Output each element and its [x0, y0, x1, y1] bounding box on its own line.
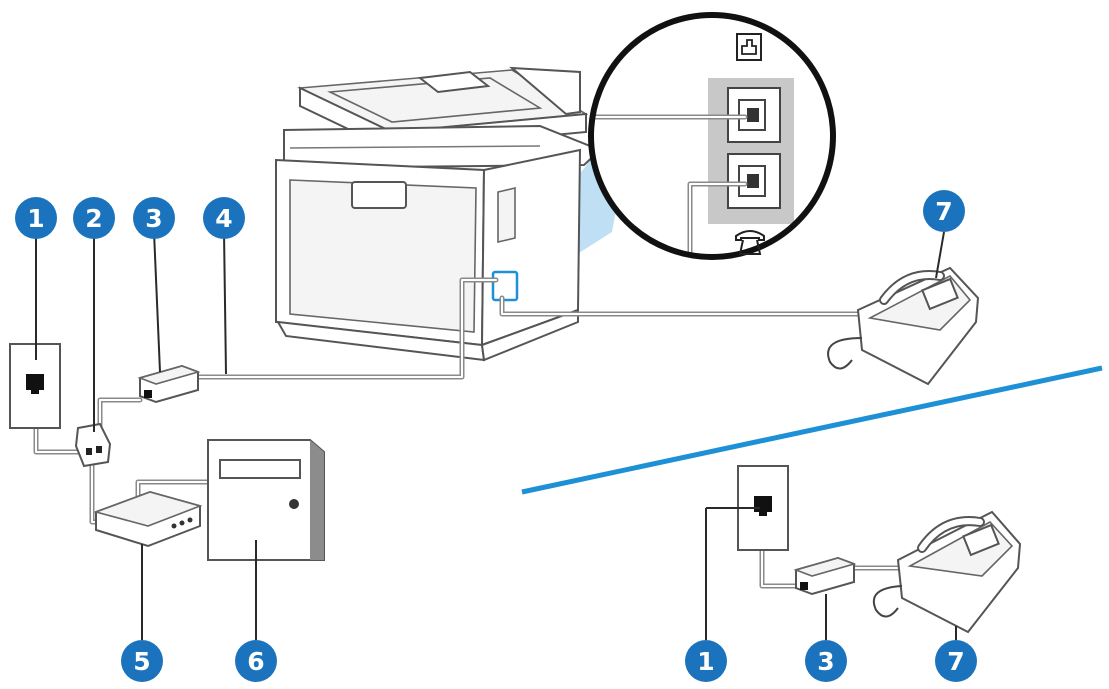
- inset-callout-3: 3: [805, 640, 847, 682]
- printer: [275, 66, 602, 362]
- telephone-handset-icon: [735, 230, 765, 255]
- callout-7: 7: [923, 190, 965, 232]
- svg-text:1: 1: [27, 204, 44, 233]
- inset-callout-1: 1: [685, 640, 727, 682]
- port-zoom-view: [588, 12, 836, 260]
- svg-text:4: 4: [215, 204, 232, 233]
- dsl-filter: [137, 364, 201, 404]
- svg-text:7: 7: [947, 647, 964, 676]
- callout-leaders: [35, 231, 957, 640]
- callout-5: 5: [121, 640, 163, 682]
- svg-text:3: 3: [817, 647, 834, 676]
- telephone-inset: [872, 510, 1022, 634]
- svg-text:3: 3: [145, 204, 162, 233]
- callout-3: 3: [133, 197, 175, 239]
- callout-6: 6: [235, 640, 277, 682]
- svg-text:5: 5: [133, 647, 150, 676]
- splitter: [74, 422, 112, 468]
- callout-4: 4: [203, 197, 245, 239]
- svg-text:2: 2: [85, 204, 102, 233]
- telephone-main: [827, 266, 980, 386]
- svg-text:1: 1: [697, 647, 714, 676]
- phone-line-port-icon: [736, 33, 762, 61]
- computer: [207, 439, 325, 561]
- svg-text:6: 6: [247, 647, 264, 676]
- svg-text:7: 7: [935, 197, 952, 226]
- section-divider: [521, 365, 1103, 495]
- inset-dsl-filter: [793, 556, 857, 596]
- callout-2: 2: [73, 197, 115, 239]
- inset-callout-7: 7: [935, 640, 977, 682]
- dsl-modem: [93, 490, 203, 548]
- callout-1: 1: [15, 197, 57, 239]
